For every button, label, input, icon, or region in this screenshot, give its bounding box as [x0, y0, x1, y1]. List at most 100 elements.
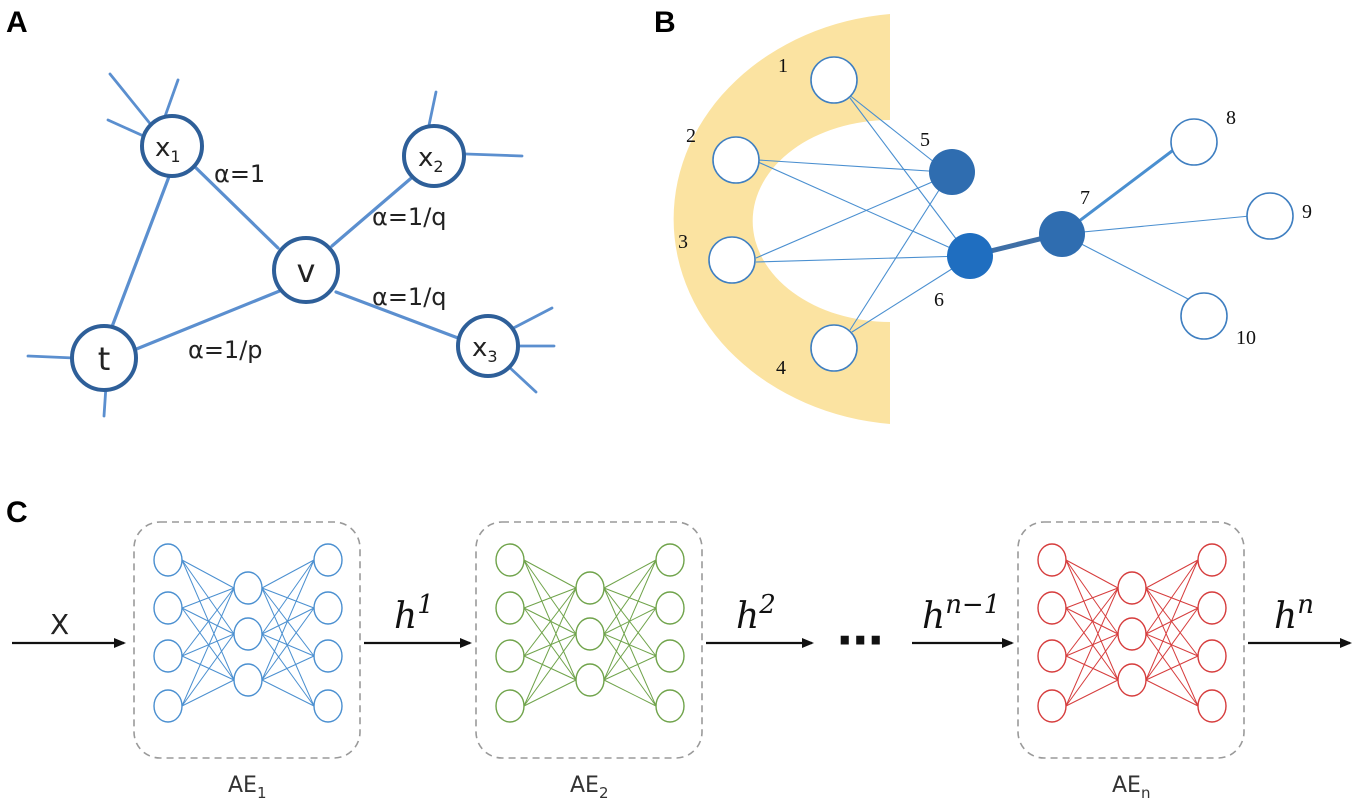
edge-7-9: [1061, 215, 1251, 235]
ae-2-network: [495, 543, 685, 723]
ae-2-connection: [523, 607, 577, 635]
ae-n-neuron: [1197, 639, 1227, 673]
ae-n-neuron: [1037, 591, 1067, 625]
ae-1-connection: [181, 679, 235, 707]
ae-2-connection: [523, 633, 577, 657]
edge-7-10: [1061, 233, 1191, 301]
node-b-number-10: 10: [1236, 327, 1256, 349]
node-x3: x3: [456, 314, 520, 378]
ae-n-connection: [1145, 655, 1199, 681]
node-x1-circle: [140, 114, 204, 178]
ae-1-connection: [181, 607, 235, 681]
node-b-2: [712, 136, 760, 184]
ae-1-neuron: [233, 663, 263, 697]
node-b-number-4: 4: [776, 357, 786, 379]
ae-1-connection: [261, 633, 315, 657]
ae-2-connection: [523, 587, 577, 707]
node-b-number-3: 3: [678, 231, 688, 253]
ae-2-connection: [523, 559, 577, 681]
ae-2-connection: [523, 587, 577, 657]
ae-2-neuron: [575, 663, 605, 697]
ae-n-neuron: [1037, 689, 1067, 723]
ae-1-connection: [181, 655, 235, 681]
ae-n-connection: [1065, 587, 1119, 657]
ae-n-connection: [1065, 559, 1119, 635]
ae-2-connection: [603, 587, 657, 657]
input-x-label: X: [50, 608, 69, 641]
ae-1-connection: [181, 587, 235, 609]
ae-1-connection: [181, 587, 235, 707]
ae-2-connection: [523, 587, 577, 609]
ae-1-connection: [261, 559, 315, 635]
ae-1-connection: [181, 559, 235, 589]
node-b-6: [947, 233, 993, 279]
ae-1-neuron: [153, 591, 183, 625]
panel-b-node-numbers: 1 2 3 4 5 6 7 8 9 10: [678, 55, 1312, 379]
panel-a-label: A: [6, 6, 28, 39]
ae-n-connection: [1145, 633, 1199, 657]
edge-3-5: [755, 175, 947, 259]
node-b-number-9: 9: [1302, 201, 1312, 223]
ae-n-connection: [1145, 587, 1199, 657]
stub-x2-2: [464, 152, 524, 158]
ae-n-connection: [1145, 587, 1199, 609]
node-b-7: [1039, 211, 1085, 257]
ae-n-connection: [1065, 633, 1119, 657]
ae-n-connection: [1065, 655, 1119, 681]
node-x1: x1: [140, 114, 204, 178]
ae-n-connection: [1065, 559, 1119, 589]
ae-n-network: [1037, 543, 1227, 723]
ae-n-neuron: [1197, 543, 1227, 577]
ae-2-neuron: [575, 617, 605, 651]
h2-label: h2: [736, 590, 776, 637]
ae-2-connection: [523, 559, 577, 635]
ae-1-connection: [261, 587, 315, 657]
stub-x1-1: [108, 72, 154, 128]
h1-label: h1: [394, 590, 434, 637]
stub-x2-1: [426, 90, 438, 132]
ae-2-neuron: [575, 571, 605, 605]
ae-n-neuron: [1037, 543, 1067, 577]
ae-2-connection: [523, 679, 577, 707]
edge-x1-v: [190, 162, 280, 250]
node-b-number-6: 6: [934, 289, 944, 311]
ae-1-connection: [261, 559, 315, 681]
node-b-number-8: 8: [1226, 107, 1236, 129]
stub-t-1: [26, 354, 76, 360]
ae-n-connection: [1145, 633, 1199, 707]
ae-1-connection: [261, 679, 315, 707]
ae-1-connection: [181, 607, 235, 635]
panel-b: B: [654, 6, 1312, 424]
ae-1-connection: [261, 655, 315, 681]
ae-1-connection: [261, 587, 315, 707]
ae-1-network: [153, 543, 343, 723]
edge-2-5: [757, 159, 945, 173]
ae-1-neuron: [233, 571, 263, 605]
node-x3-circle: [456, 314, 520, 378]
ae-1-neuron: [153, 639, 183, 673]
ae-2-connection: [603, 559, 657, 635]
edge-x2-v: [330, 172, 418, 248]
ae-1-connection: [181, 559, 235, 635]
edge-label-x1-v: α=1: [214, 160, 265, 188]
ae-2-caption: AE2: [570, 773, 609, 802]
ae-n-connection: [1145, 559, 1199, 681]
node-x1-text: x1: [155, 133, 181, 166]
edge-4-5: [849, 175, 949, 331]
ae-2-connection: [523, 559, 577, 589]
node-v: v: [272, 236, 340, 304]
edge-label-x2-v: α=1/q: [372, 203, 447, 231]
hn-label: hn: [1274, 590, 1314, 637]
ae-n-neuron: [1197, 689, 1227, 723]
ae-1-neuron: [313, 543, 343, 577]
node-x2-circle: [402, 124, 466, 188]
ae-1-neuron: [233, 617, 263, 651]
ae-2-connection: [523, 655, 577, 681]
ae-n-connection: [1065, 559, 1119, 681]
edge-t-v: [132, 288, 284, 352]
ae-n-connection: [1145, 607, 1199, 681]
ae-1-connection: [261, 559, 315, 589]
ae-n-connection: [1065, 633, 1119, 707]
panel-a-edges: [108, 162, 460, 352]
